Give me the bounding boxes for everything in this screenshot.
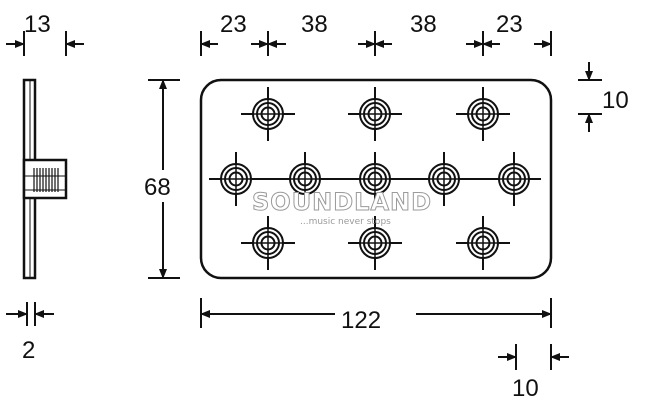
dim-hole-spacing-2-label: 38 xyxy=(410,11,437,38)
dim-side-width-label: 13 xyxy=(24,11,51,38)
dim-side-thickness-label: 2 xyxy=(22,337,35,364)
dim-hole-spacing-1-label: 38 xyxy=(301,11,328,38)
watermark-tagline: ...music never stops xyxy=(300,217,391,227)
side-thread xyxy=(33,168,59,192)
hole-pattern xyxy=(208,86,542,271)
dim-top-edge-offset-label: 10 xyxy=(602,87,629,114)
watermark-brand: SOUNDLAND xyxy=(252,188,432,216)
dim-bottom-edge-offset-label: 10 xyxy=(512,375,539,402)
dim-bottom-edge-offset xyxy=(498,344,569,370)
dim-length-label: 122 xyxy=(341,307,381,334)
dim-side-width xyxy=(6,31,84,56)
side-view xyxy=(22,78,68,280)
dim-edge-to-hole-left-label: 23 xyxy=(220,11,247,38)
dim-length xyxy=(200,298,552,328)
side-boss xyxy=(22,158,68,200)
dim-edge-to-hole-right-label: 23 xyxy=(496,11,523,38)
dim-top-edge-offset xyxy=(578,62,602,132)
dim-height xyxy=(148,79,180,279)
dim-height-label: 68 xyxy=(144,174,171,201)
dim-top-chain xyxy=(200,31,552,56)
dim-side-thickness xyxy=(6,302,54,326)
